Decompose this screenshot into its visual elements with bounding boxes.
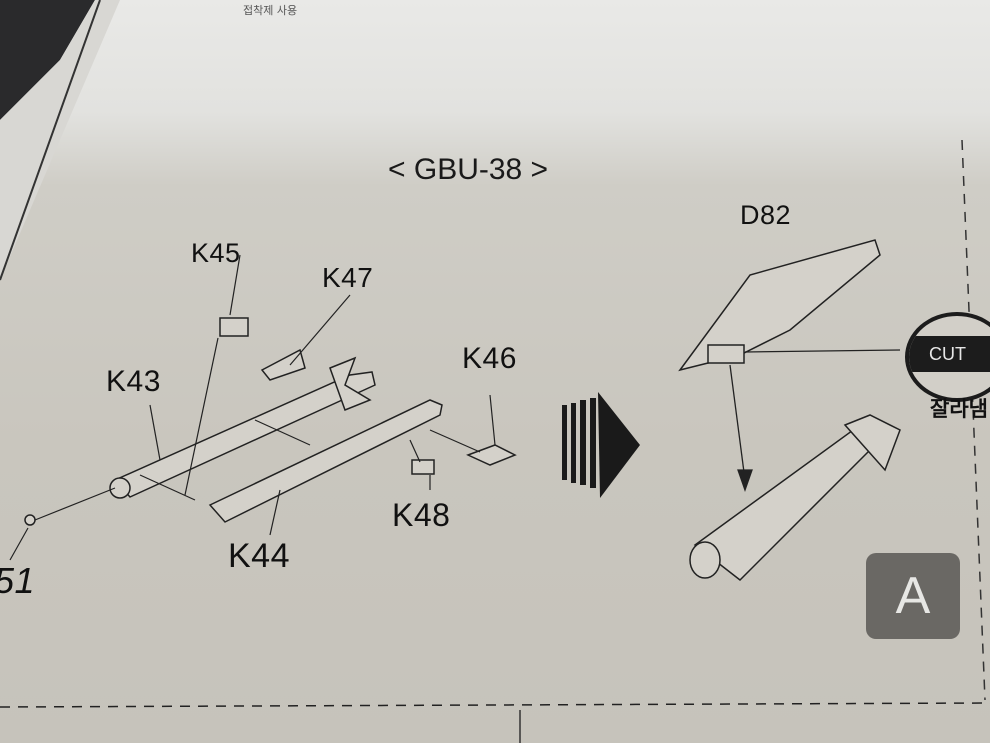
cut-symbol: CUT: [905, 312, 990, 402]
cut-label: CUT: [909, 336, 990, 372]
part-label-51: 51: [0, 560, 36, 601]
part-label-k45: K45: [191, 238, 241, 268]
pylon-d82: [678, 239, 881, 372]
glue-note: 접착제 사용: [243, 4, 298, 17]
part-label-k47: K47: [322, 262, 374, 293]
assembled-bomb: [689, 414, 901, 581]
arrow-icon: [562, 392, 640, 498]
cut-line-right: [961, 139, 986, 701]
bomb-body-left: [24, 317, 517, 526]
dark-desk-corner: [0, 0, 95, 120]
cut-line-bottom: [0, 702, 990, 708]
part-label-k48: K48: [392, 497, 451, 533]
paper-edge: [0, 0, 120, 280]
cut-korean-label: 잘라냄: [930, 397, 988, 421]
sheet-border: [0, 0, 101, 281]
leader-lines: [9, 254, 496, 561]
diagram-title: < GBU-38 >: [388, 153, 549, 186]
part-label-k43: K43: [106, 365, 161, 398]
part-label-k46: K46: [462, 342, 517, 375]
part-label-k44: K44: [228, 537, 290, 575]
part-label-d82: D82: [740, 200, 792, 230]
step-badge: A: [866, 553, 960, 639]
